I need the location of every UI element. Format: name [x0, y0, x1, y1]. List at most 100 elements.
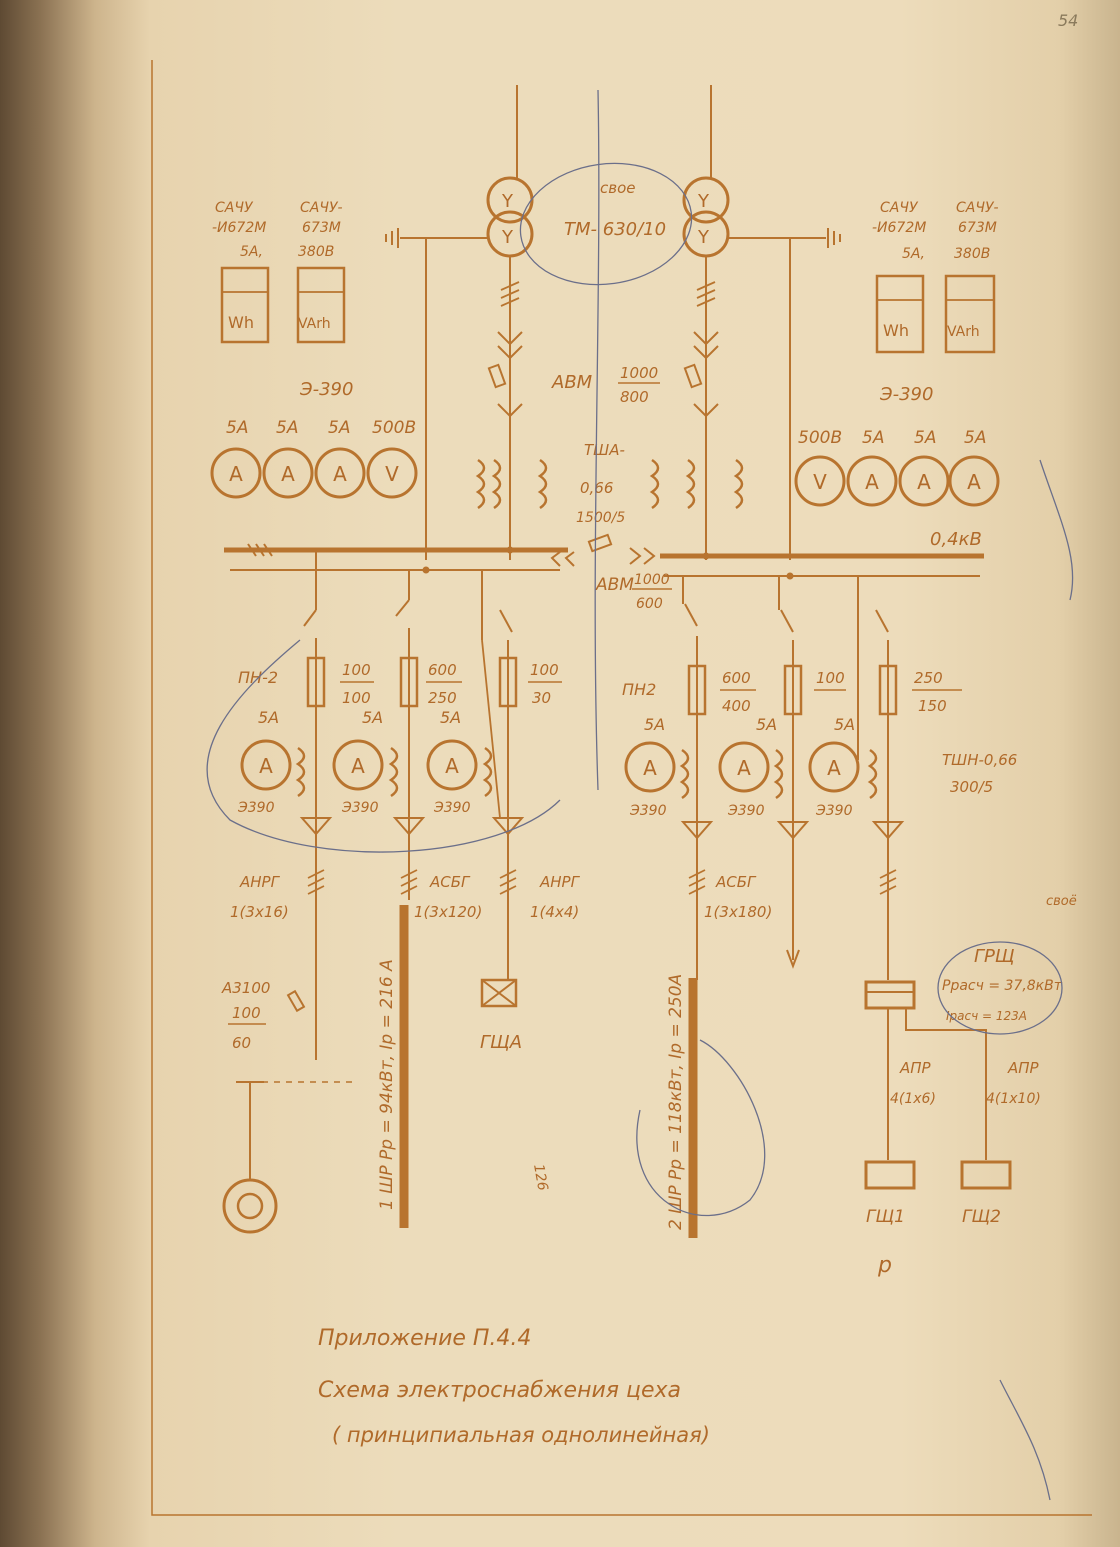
svg-text:600: 600: [428, 661, 457, 679]
svg-text:А3100: А3100: [221, 979, 270, 997]
svg-text:АВМ: АВМ: [551, 372, 593, 393]
svg-text:Ррасч = 37,8кВт: Ррасч = 37,8кВт: [942, 978, 1063, 994]
ct-main-label: ТША- 0,66 1500/5: [576, 441, 625, 526]
svg-text:р: р: [877, 1253, 892, 1278]
svg-text:A: A: [865, 470, 879, 494]
meters-left: САЧУ -И672М 5А, САЧУ- 673М 380В Wh VArh: [212, 200, 346, 344]
busway-2-label: 2 ШР Рр = 118кВт, Iр = 250А: [666, 974, 686, 1230]
busbar-main: [224, 543, 984, 580]
svg-text:АСБГ: АСБГ: [715, 873, 757, 891]
incomer-right: [649, 256, 744, 560]
svg-text:АНРГ: АНРГ: [239, 873, 281, 891]
instruments-left: Э-390 5А 5А 5А 500В A A A V: [210, 379, 418, 499]
svg-text:Э-390: Э-390: [299, 379, 353, 400]
varh-meter-right: VArh: [947, 324, 980, 340]
svg-text:126: 126: [530, 1163, 550, 1192]
svg-text:100: 100: [816, 669, 845, 687]
svg-text:A: A: [229, 462, 243, 486]
svg-text:-И672М: -И672М: [872, 220, 926, 236]
svg-text:5А,: 5А,: [902, 246, 925, 262]
sectional-breaker: АВМ 1000 600: [550, 533, 672, 612]
svg-text:1000: 1000: [620, 364, 658, 382]
svg-text:5А: 5А: [226, 418, 248, 438]
svg-text:A: A: [827, 756, 841, 780]
instruments-right: Э-390 500В 5А 5А 5А V A A A: [794, 384, 1000, 507]
svg-text:A: A: [967, 470, 981, 494]
feeder-1: 100 100 5А A Э390 АНРГ 1(3х16): [230, 550, 374, 1060]
ct-feeder-line2: 300/5: [950, 778, 993, 796]
svg-text:1500/5: 1500/5: [576, 510, 625, 526]
feeder-4: 600 400 5А A Э390 АСБГ 1(3х180) 2 ШР Рр …: [624, 576, 772, 1238]
svg-text:600: 600: [722, 669, 751, 687]
svg-text:1(3х120): 1(3х120): [414, 903, 482, 921]
svg-text:Э-390: Э-390: [879, 384, 933, 405]
feeder-5: 100 5А A Э390: [718, 576, 846, 969]
wh-meter-right: Wh: [883, 321, 909, 340]
svg-text:60: 60: [232, 1034, 251, 1052]
incomer-left: [475, 256, 548, 560]
svg-text:600: 600: [636, 596, 663, 612]
svg-text:380В: 380В: [954, 246, 990, 262]
svg-text:своё: своё: [1046, 894, 1077, 909]
svg-text:5А: 5А: [440, 708, 461, 727]
svg-text:Y: Y: [501, 191, 514, 212]
motor-branch: А3100 100 60: [221, 979, 352, 1234]
svg-text:5А: 5А: [964, 428, 986, 448]
svg-text:A: A: [281, 462, 295, 486]
svg-text:САЧУ-: САЧУ-: [300, 200, 343, 216]
caption-title: Схема электроснабжения цеха: [318, 1378, 681, 1403]
wh-meter-left: Wh: [228, 313, 254, 332]
feeder-3: 100 30 5А A Э390 АНРГ 1(4х4) ГЩА: [426, 570, 581, 1053]
svg-text:380В: 380В: [298, 244, 334, 260]
svg-text:5А: 5А: [862, 428, 884, 448]
varh-meter-left: VArh: [298, 316, 331, 332]
svg-text:АСБГ: АСБГ: [429, 873, 471, 891]
svg-text:150: 150: [918, 697, 947, 715]
svg-text:V: V: [385, 462, 399, 486]
caption-appendix: Приложение П.4.4: [318, 1326, 531, 1351]
svg-text:30: 30: [532, 689, 551, 707]
svg-text:Y: Y: [697, 191, 710, 212]
svg-text:Э390: Э390: [341, 800, 379, 816]
caption: Приложение П.4.4 Схема электроснабжения …: [318, 1326, 710, 1447]
svg-text:100: 100: [232, 1004, 261, 1022]
svg-text:1(3х16): 1(3х16): [230, 903, 289, 921]
ground-icon-left: [385, 228, 488, 560]
svg-text:САЧУ: САЧУ: [215, 200, 254, 216]
ct-feeder-line1: ТШН-0,66: [942, 751, 1017, 769]
svg-text:4(1х6): 4(1х6): [890, 1091, 936, 1107]
ground-icon-right: [728, 228, 841, 560]
svg-text:800: 800: [620, 388, 649, 406]
svg-text:5А: 5А: [276, 418, 298, 438]
transformer-label: ТМ- 630/10: [564, 219, 666, 240]
svg-text:250: 250: [428, 689, 457, 707]
svg-text:Э390: Э390: [237, 800, 275, 816]
svg-text:0,66: 0,66: [580, 479, 613, 497]
svg-text:САЧУ-: САЧУ-: [956, 200, 999, 216]
busbar-voltage-label: 0,4кВ: [930, 529, 982, 550]
svg-text:Iрасч = 123А: Iрасч = 123А: [946, 1009, 1027, 1023]
svg-text:673М: 673М: [958, 220, 997, 236]
svg-text:500В: 500В: [372, 418, 416, 438]
feeder-2: 600 250 5А A Э390 АСБГ 1(3х120) 1 ШР Рр …: [332, 570, 482, 1228]
svg-text:Э390: Э390: [727, 803, 765, 819]
svg-text:A: A: [351, 754, 365, 778]
svg-text:5А: 5А: [834, 715, 855, 734]
svg-text:5А: 5А: [258, 708, 279, 727]
svg-text:-И672М: -И672М: [212, 220, 266, 236]
svg-text:A: A: [917, 470, 931, 494]
svg-text:Э390: Э390: [629, 803, 667, 819]
svg-text:A: A: [333, 462, 347, 486]
svg-text:5А,: 5А,: [240, 244, 263, 260]
transformer-right: Y Y: [682, 85, 730, 258]
svg-text:250: 250: [914, 669, 943, 687]
busway-1-label: 1 ШР Рр = 94кВт, Iр = 216 А: [377, 959, 397, 1210]
svg-text:5А: 5А: [756, 715, 777, 734]
svg-text:свое: свое: [600, 179, 636, 197]
page-number: 54: [1058, 11, 1078, 30]
svg-text:A: A: [737, 756, 751, 780]
svg-text:5А: 5А: [328, 418, 350, 438]
svg-text:1000: 1000: [634, 572, 670, 588]
